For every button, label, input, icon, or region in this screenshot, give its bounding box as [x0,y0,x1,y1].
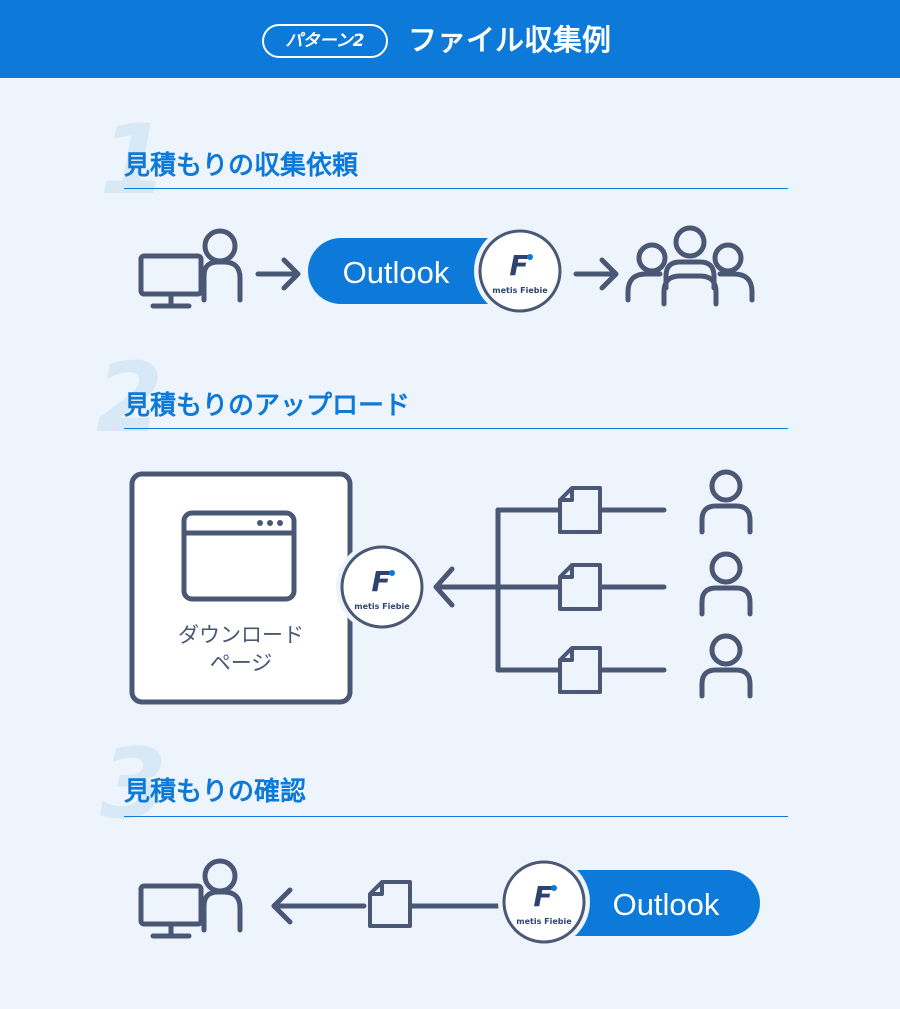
fiebie-name-2: metis Fiebie [354,602,410,611]
uploader-person-icon [702,554,750,614]
arrow-left-icon [271,887,503,925]
file-icon [558,486,602,534]
outlook-label-2: Outlook [613,887,720,922]
fiebie-letter-1: F [509,249,528,282]
step-number-1: 1 [100,104,167,216]
fiebie-logo-1: F metis Fiebie [474,225,566,317]
pattern-badge: パターン2 [262,24,388,58]
step-number-2: 2 [96,342,163,454]
step-divider-1 [124,188,788,189]
download-page-label-line2: ページ [210,651,273,675]
file-icon [558,646,602,694]
recipients-group-icon [625,228,755,307]
uploader-person-icon [702,472,750,532]
arrow-right-icon [573,257,619,291]
step-title-1: 見積もりの収集依頼 [124,151,359,181]
step-divider-3 [124,816,788,817]
page-title: ファイル収集例 [408,23,612,57]
download-page-label-line1: ダウンロード [178,623,304,647]
outlook-badge-2: Outlook [532,870,760,936]
fiebie-name-3: metis Fiebie [516,917,572,926]
download-page-box: ダウンロード ページ [129,471,353,705]
fiebie-name-1: metis Fiebie [492,286,548,295]
fiebie-logo-3: F metis Fiebie [498,856,590,948]
fiebie-logo-2: F metis Fiebie [336,541,428,633]
fiebie-letter-2: F [371,565,390,598]
file-icon [558,563,602,611]
step-title-2: 見積もりのアップロード [124,391,411,421]
step-title-3: 見積もりの確認 [124,777,307,807]
step-divider-2 [124,428,788,429]
sender-computer-icon [141,228,243,306]
browser-window-icon [181,510,297,602]
uploader-person-icon [702,636,750,696]
upload-connector-lines [433,507,667,673]
reviewer-computer-icon [141,858,243,936]
fiebie-letter-3: F [533,880,552,913]
file-icon [368,880,412,928]
header-bar: パターン2 ファイル収集例 [0,0,900,78]
outlook-label-1: Outlook [343,255,450,290]
arrow-right-icon [255,257,301,291]
